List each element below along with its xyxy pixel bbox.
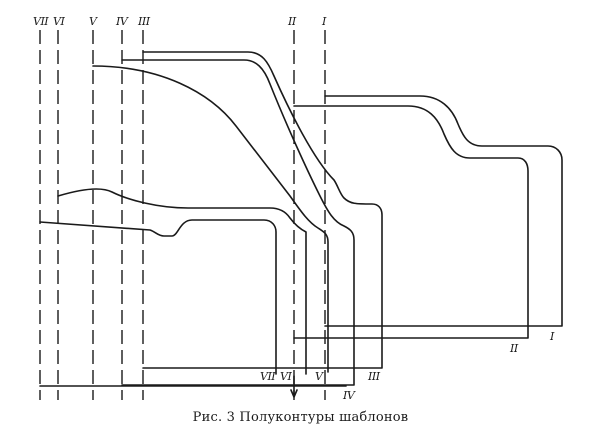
axis-label-vi: VI (53, 15, 65, 28)
contour-iii (142, 51, 383, 369)
curve-label-vii: VII (260, 370, 276, 383)
curve-label-vi: VI (280, 370, 292, 383)
curve-label-v: V (315, 370, 324, 383)
axis-label-iv: IV (115, 15, 129, 28)
contour-i (324, 95, 563, 327)
contour-vi (57, 188, 307, 375)
axis-label-ii: II (287, 15, 297, 28)
axis-label-vii: VII (33, 15, 49, 28)
curve-label-iii: III (367, 370, 381, 383)
axis-label-v: V (89, 15, 98, 28)
figure-caption: Рис. 3 Полуконтуры шаблонов (192, 410, 409, 425)
arrow-down-icon (290, 375, 298, 398)
axis-label-iii: III (137, 15, 151, 28)
contour-v (92, 65, 329, 373)
contour-vii (39, 219, 277, 375)
curve-label-i: I (549, 330, 555, 343)
axis-label-i: I (321, 15, 327, 28)
contour-ii (293, 105, 529, 339)
curve-label-ii: II (509, 342, 519, 355)
curve-label-iv: IV (342, 389, 356, 402)
contour-iv (121, 59, 355, 386)
